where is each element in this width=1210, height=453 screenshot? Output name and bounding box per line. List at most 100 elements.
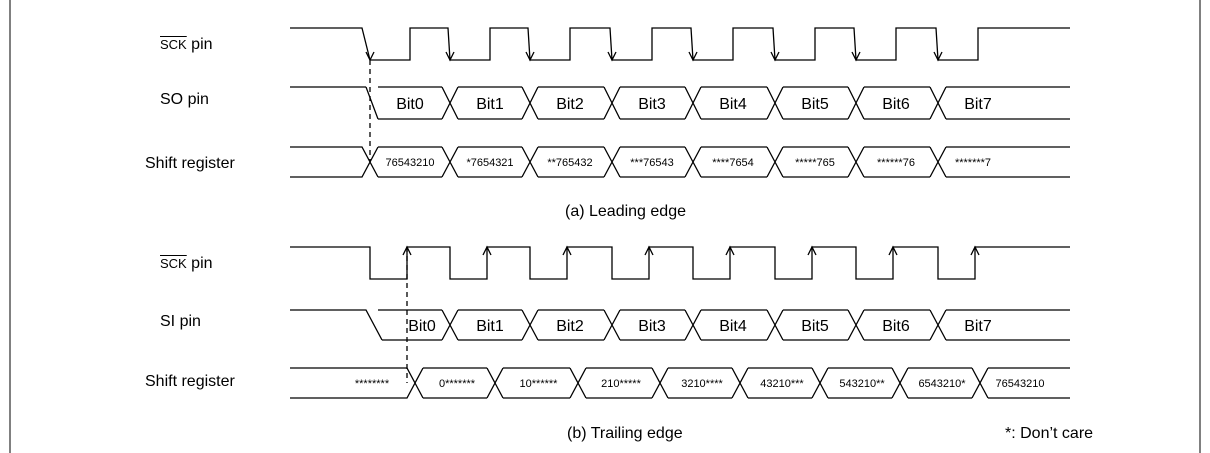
shift-bus-cross: [684, 146, 702, 178]
shift-value-b-7: 76543210: [996, 378, 1045, 390]
shift-bus-edge: [659, 367, 669, 399]
clock-edge-arrow: [807, 245, 817, 256]
clock-edge-arrow: [888, 245, 898, 256]
si-bit-2: Bit2: [556, 318, 584, 335]
clock-edge-arrow: [644, 245, 654, 256]
so-bus-cross: [441, 86, 459, 120]
caption-trailing-edge: (b) Trailing edge: [567, 425, 683, 442]
si-bit-3: Bit3: [638, 318, 666, 335]
so-bit-7: Bit7: [964, 96, 992, 113]
shift-idle-b: [290, 367, 416, 399]
sck-waveform-b: [290, 246, 1070, 280]
shift-bus-edge: [369, 146, 379, 178]
shift-bus-rail: [458, 146, 522, 178]
shift-bus-rail: [503, 367, 570, 399]
shift-value-a-6: ******76: [877, 157, 915, 169]
shift-value-b-4: 43210***: [760, 378, 804, 390]
shift-bus-edge: [899, 367, 909, 399]
sck-pin-label-b: SCK pin: [160, 255, 213, 273]
clock-edge-arrow: [970, 245, 980, 256]
shift-bus-cross: [441, 146, 459, 178]
sck-suffix-b: pin: [186, 255, 213, 272]
shift-bus-cross: [847, 146, 865, 178]
shift-bus-cross: [731, 367, 741, 399]
shift-value-b-0: 0*******: [439, 378, 476, 390]
shift-bus-cross: [603, 146, 621, 178]
so-bit-4: Bit4: [719, 96, 747, 113]
shift-value-a-0: 76543210: [386, 157, 435, 169]
sck-suffix-a: pin: [186, 36, 213, 53]
si-bus-cross: [929, 309, 947, 341]
clock-edge-arrow: [562, 245, 572, 256]
si-bit-0: Bit0: [408, 318, 436, 335]
si-bus-cross: [766, 309, 784, 341]
so-bit-3: Bit3: [638, 96, 666, 113]
so-bit-2: Bit2: [556, 96, 584, 113]
shift-bus-edge: [414, 367, 424, 399]
shift-bus-edge: [494, 367, 504, 399]
si-bus-cross: [521, 309, 539, 341]
caption-leading-edge: (a) Leading edge: [565, 203, 686, 220]
clock-edge-arrow: [851, 51, 861, 62]
shift-bus-cross: [486, 367, 496, 399]
clock-edge-arrow: [688, 51, 698, 62]
shift-register-label-a: Shift register: [145, 155, 235, 172]
so-bit-5: Bit5: [801, 96, 829, 113]
so-pin-label: SO pin: [160, 91, 209, 108]
shift-value-a-2: **765432: [547, 157, 592, 169]
shift-bus-cross: [971, 367, 981, 399]
shift-bus-rail: [378, 146, 442, 178]
si-pin-label: SI pin: [160, 313, 201, 330]
si-idle-line: [290, 309, 383, 341]
sck-waveform-a: [290, 27, 1070, 61]
shift-bus-edge: [577, 367, 587, 399]
clock-edge-arrow: [607, 51, 617, 62]
si-bit-6: Bit6: [882, 318, 910, 335]
shift-value-b-2: 210*****: [601, 378, 641, 390]
clock-edge-arrow: [525, 51, 535, 62]
clock-edge-arrow: [933, 51, 943, 62]
shift-bus-rail: [620, 146, 685, 178]
so-bus-cross: [521, 86, 539, 120]
shift-bus-rail: [748, 367, 812, 399]
shift-bus-edge: [819, 367, 829, 399]
clock-edge-arrow: [445, 51, 455, 62]
dont-care-note: *: Don’t care: [1005, 425, 1094, 442]
shift-value-b-3: 3210****: [681, 378, 723, 390]
so-bit-6: Bit6: [882, 96, 910, 113]
shift-value-b-1: 10******: [520, 378, 559, 390]
clock-edge-arrow: [725, 245, 735, 256]
shift-bus-cross: [521, 146, 539, 178]
shift-bus-cross: [766, 146, 784, 178]
si-bit-5: Bit5: [801, 318, 829, 335]
shift-bus-rail: [783, 146, 848, 178]
shift-bus-rail: [586, 367, 652, 399]
shift-bus-cross: [569, 367, 579, 399]
shift-bus-cross: [929, 146, 947, 178]
shift-value-b-6: 6543210*: [918, 378, 966, 390]
shift-bus-rail: [908, 367, 972, 399]
sck-name-a: SCK: [160, 37, 187, 52]
shift-value-a-5: *****765: [795, 157, 835, 169]
si-bus-cross: [684, 309, 702, 341]
clock-edge-arrow: [770, 51, 780, 62]
si-bit-7: Bit7: [964, 318, 992, 335]
shift-bus-rail: [538, 146, 604, 178]
so-bus-cross: [684, 86, 702, 120]
so-bus-cross: [603, 86, 621, 120]
shift-register-label-b: Shift register: [145, 373, 235, 390]
si-bit-4: Bit4: [719, 318, 747, 335]
shift-bus-rail: [864, 146, 930, 178]
shift-bus-rail: [701, 146, 767, 178]
shift-bus-cross: [651, 367, 661, 399]
sck-pin-label-a: SCK pin: [160, 36, 213, 54]
shift-value-a-3: ***76543: [630, 157, 673, 169]
shift-bus-edge: [739, 367, 749, 399]
shift-bus-cross: [811, 367, 821, 399]
shift-bus-cross: [891, 367, 901, 399]
shift-idle-a: [290, 146, 371, 178]
si-bus-cross: [603, 309, 621, 341]
